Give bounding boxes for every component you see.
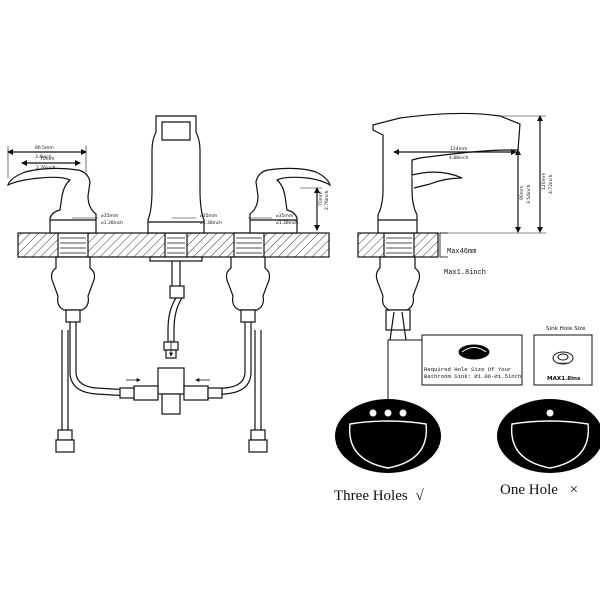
dim-second-in: 2.76inch [36, 165, 56, 171]
three-holes-label: Three Holes √ [334, 488, 424, 504]
side-view [357, 112, 546, 341]
check-icon: √ [415, 488, 424, 504]
deck-max-in: Max1.8inch [444, 269, 486, 277]
dim-second-mm: 70mm [40, 156, 55, 162]
front-view-labels: 86.5mm 3.4inch 70mm 2.76inch 70mm 2.76in… [35, 145, 330, 226]
sink-hole-single [546, 409, 554, 417]
callouts [387, 334, 593, 410]
total-height-in: 4.72inch [548, 174, 554, 194]
center-tube-and-tee [119, 256, 223, 415]
hole-right-in: ⌀1.38inch [276, 220, 298, 226]
front-view [7, 115, 332, 453]
spout-height-in: 3.54inch [526, 184, 532, 204]
hole-mid-mm: ⌀35mm [200, 213, 217, 219]
reach-in: 4.88inch [449, 155, 469, 161]
cross-icon: × [570, 482, 578, 498]
three-hole-sink [335, 399, 441, 473]
sink-hole-2 [384, 409, 392, 417]
sink-labels: Three Holes √ One Hole × [334, 482, 578, 504]
height-in: 2.76inch [324, 190, 330, 210]
height-mm: 70mm [318, 192, 324, 207]
sink-hole-max: MAX1.8ins [547, 376, 581, 382]
required-hole-box [421, 334, 523, 386]
sink-hole-3 [399, 409, 407, 417]
right-handle [249, 167, 332, 234]
hole-left-mm: ⌀35mm [101, 213, 118, 219]
hole-right-mm: ⌀35mm [276, 213, 293, 219]
one-hole-label: One Hole × [500, 482, 578, 498]
hole-mid-in: ⌀1.38inch [200, 220, 222, 226]
spout-height-mm: 90mm [519, 186, 525, 201]
dim-top-in: 3.4inch [35, 154, 52, 160]
side-shank [375, 256, 421, 341]
side-view-labels: 124mm 4.88inch 90mm 3.54inch 120mm 4.72i… [444, 146, 554, 277]
right-shank [204, 256, 271, 453]
required-hole-line2: Bathroom Sink: ⌀1.06-⌀1.5inch [424, 373, 521, 380]
reach-mm: 124mm [450, 146, 467, 152]
deck-max-mm: Max46mm [447, 248, 476, 256]
center-spout [147, 115, 205, 234]
callout-labels: Required Hole Size Of Your Bathroom Sink… [424, 326, 586, 382]
required-hole-line1: Required Hole Size Of Your [424, 366, 511, 373]
left-handle [7, 167, 97, 234]
dim-top-mm: 86.5mm [35, 145, 54, 151]
one-hole-sink [497, 399, 600, 473]
left-shank [50, 256, 131, 453]
side-spout [372, 112, 521, 234]
total-height-mm: 120mm [541, 173, 547, 190]
hole-left-in: ⌀1.38inch [101, 220, 123, 226]
sink-hole-1 [369, 409, 377, 417]
sink-hole-size-title: Sink Hole Size [546, 326, 586, 332]
